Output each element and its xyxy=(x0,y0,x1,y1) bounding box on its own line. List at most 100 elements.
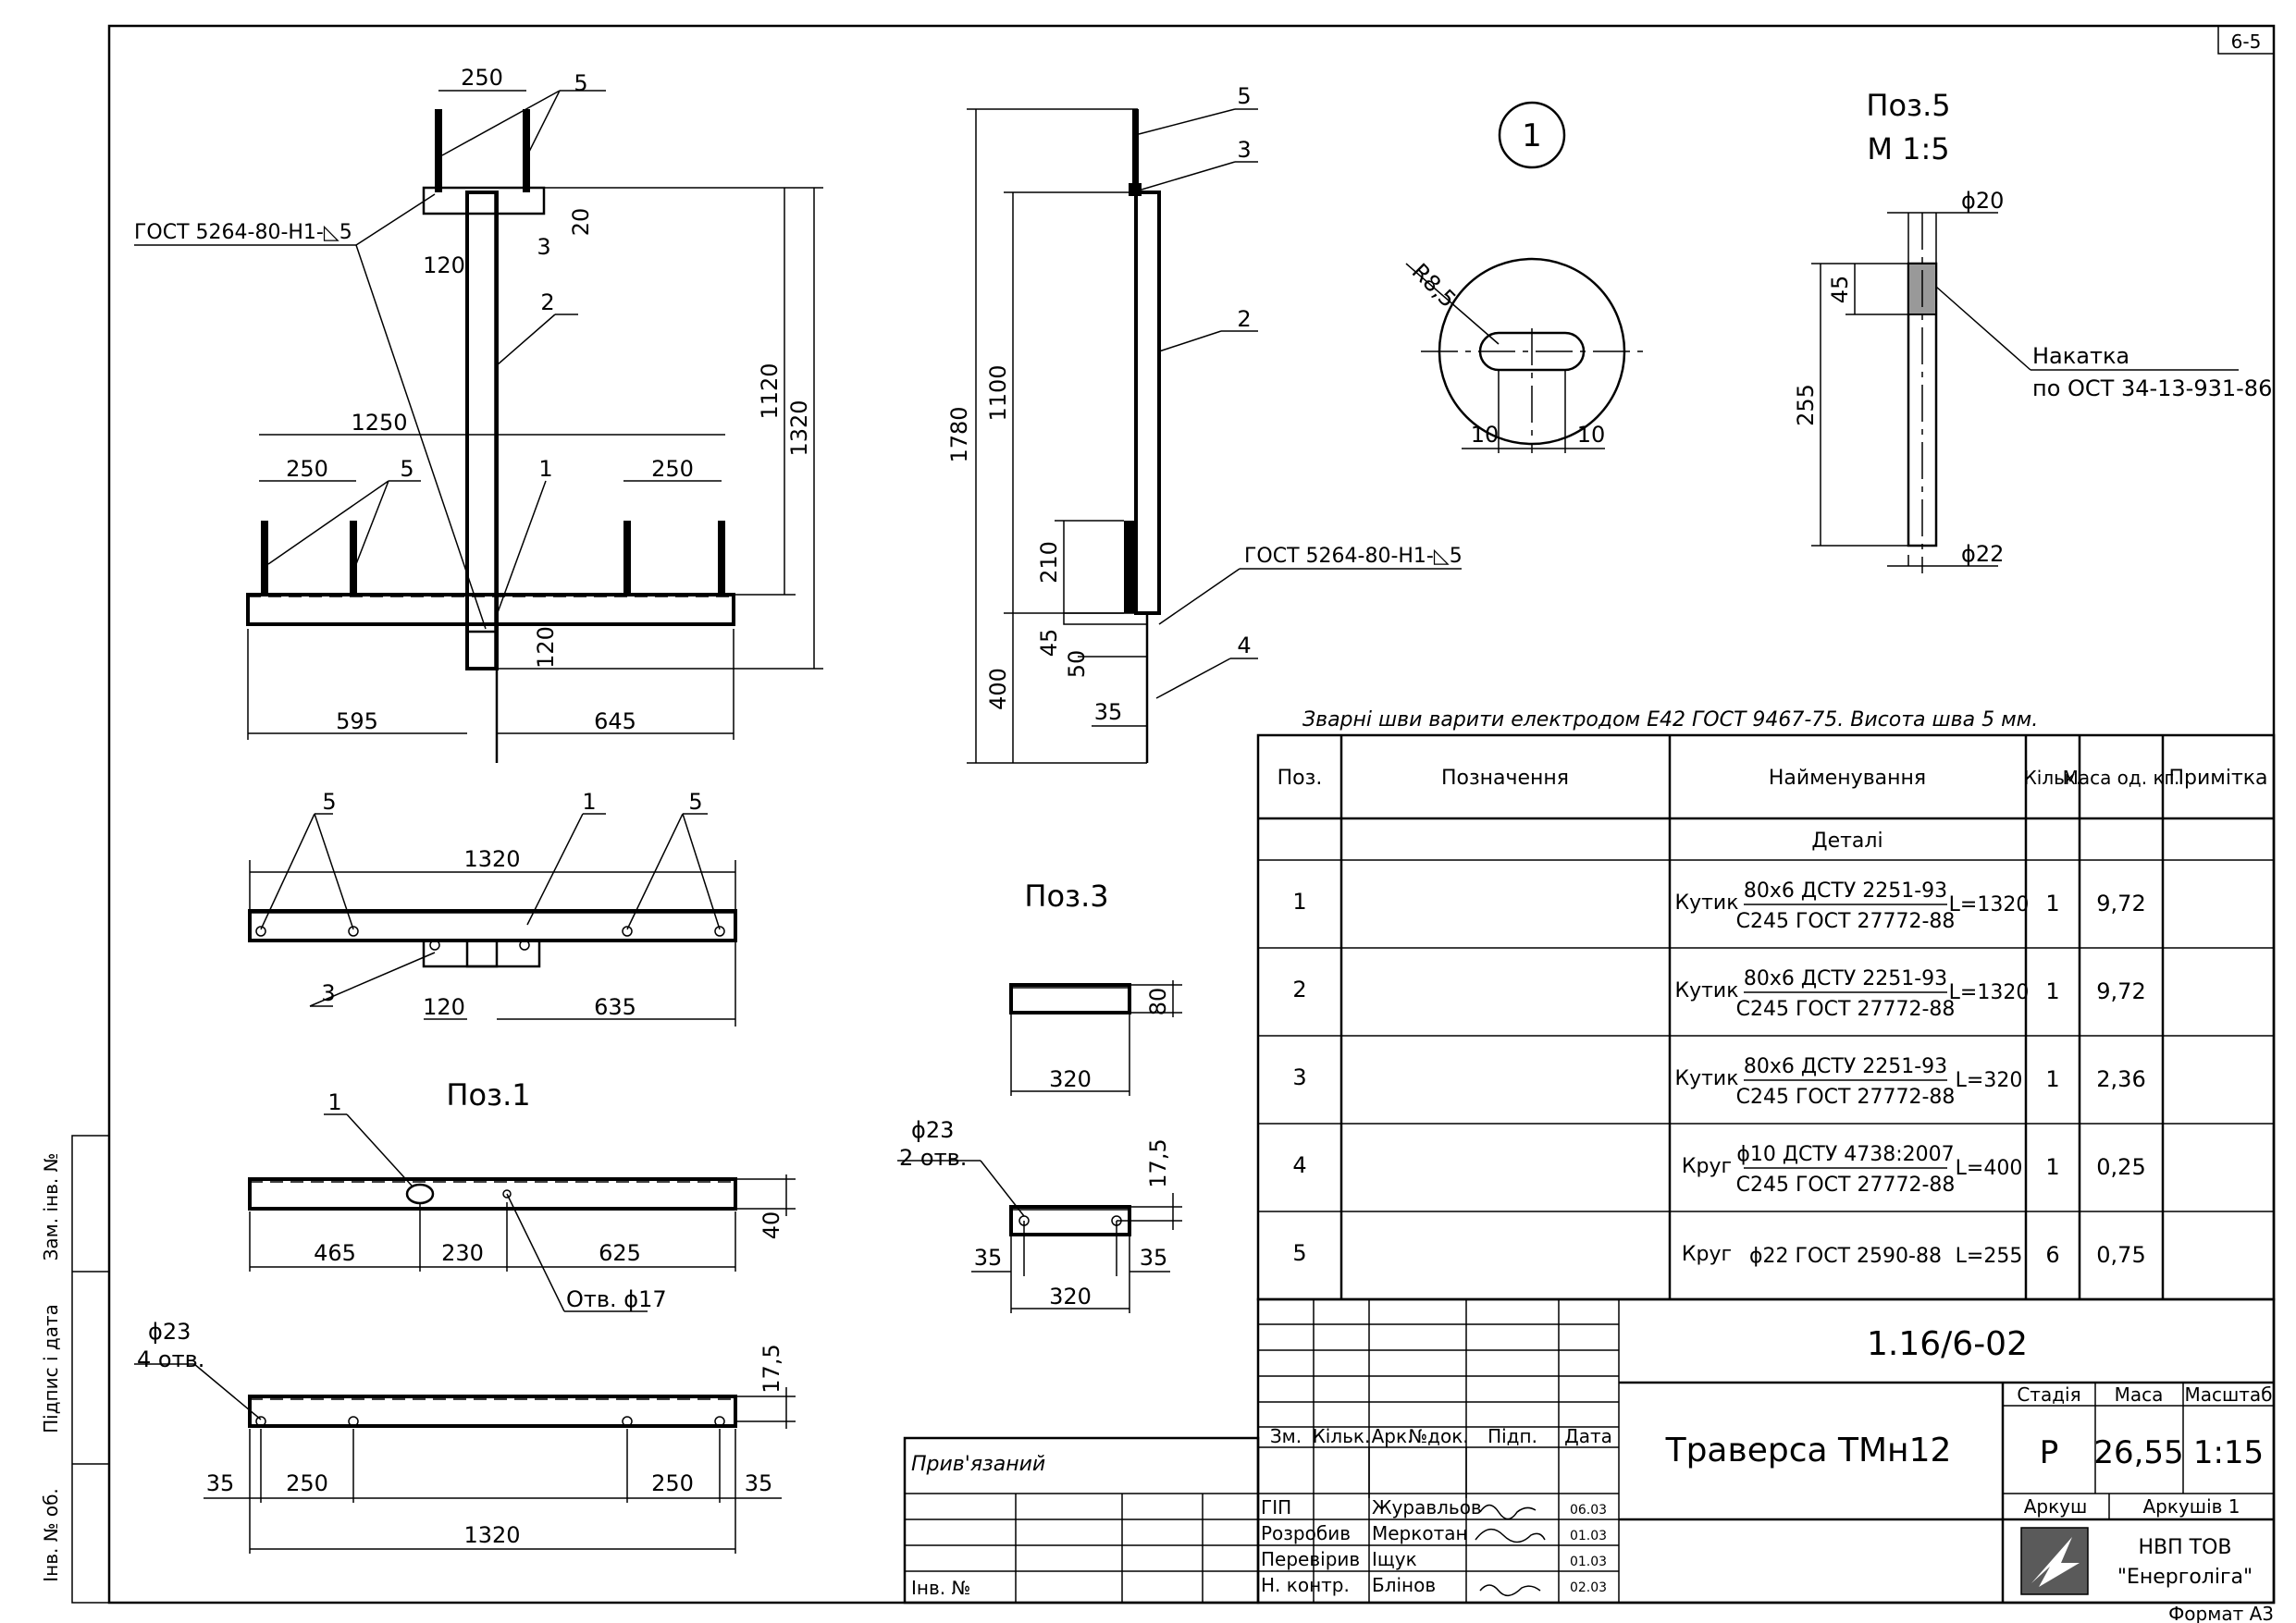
spec-header-name: Найменування xyxy=(1769,767,1926,790)
spec-row-2-pos: 2 xyxy=(1292,977,1306,1002)
spec-row-4-top: ϕ10 ДСТУ 4738:2007 xyxy=(1736,1143,1954,1166)
callout-top-1: 1 xyxy=(582,789,596,815)
pidpys-label: Підпис і дата xyxy=(40,1304,62,1433)
pos5-dim-d20: ϕ20 xyxy=(1961,188,2004,214)
tb-col-change: Зм. xyxy=(1270,1425,1302,1447)
tb-date-3: 01.03 xyxy=(1570,1555,1607,1569)
spec-row-1-pos: 1 xyxy=(1292,889,1306,915)
dim-side-45: 45 xyxy=(1036,629,1062,658)
dim-side-35: 35 xyxy=(1094,699,1123,725)
front-view: 250 120 20 1250 250 250 1120 1320 120 59… xyxy=(134,65,823,763)
spec-row-2-top: 80х6 ДСТУ 2251-93 xyxy=(1744,967,1947,990)
tb-sheet-label: Аркуш xyxy=(2024,1495,2088,1518)
pos1-dim-35-left: 35 xyxy=(206,1470,235,1496)
spec-row-3-bottom: С245 ГОСТ 27772-88 xyxy=(1736,1086,1956,1109)
pos1-dim-250-right: 250 xyxy=(651,1470,694,1496)
weld-general-note: Зварні шви варити електродом Е42 ГОСТ 94… xyxy=(1302,708,2038,732)
spec-header-note: Примітка xyxy=(2168,767,2267,790)
weld-note-front: ГОСТ 5264-80-Н1-◺5 xyxy=(134,221,352,244)
dim-top-635: 635 xyxy=(594,994,636,1020)
signature-2 xyxy=(1475,1528,1546,1543)
format-label: Формат А3 xyxy=(2168,1603,2274,1623)
dim-front-1120: 1120 xyxy=(757,363,783,419)
spec-row-3-pos: 3 xyxy=(1292,1064,1306,1090)
spec-header-designation: Позначення xyxy=(1441,767,1569,790)
tb-col-sheet: Арк. xyxy=(1372,1425,1413,1447)
pos3-hole-diameter: ϕ23 xyxy=(911,1117,954,1143)
detail-1-view: 1 R8,5 10 10 xyxy=(1405,101,1643,453)
pos3-dim-80: 80 xyxy=(1145,988,1171,1016)
pos1-dim-40: 40 xyxy=(759,1211,784,1240)
inv-label: Інв. № xyxy=(911,1577,970,1599)
callout-side-3: 3 xyxy=(1237,137,1251,163)
tb-company-line1: НВП ТОВ xyxy=(2138,1536,2231,1559)
pos1-dim-35-right: 35 xyxy=(745,1470,773,1496)
signature-1 xyxy=(1479,1504,1537,1520)
company-logo xyxy=(2020,1527,2089,1595)
pos3-dim-320-b: 320 xyxy=(1049,1284,1092,1309)
callout-side-4: 4 xyxy=(1237,633,1251,658)
spec-row-2-mass: 9,72 xyxy=(2096,978,2145,1004)
dim-front-1250: 1250 xyxy=(351,410,407,436)
tb-product-name: Траверса ТМн12 xyxy=(1665,1432,1952,1469)
dim-front-1320: 1320 xyxy=(786,400,812,456)
spec-row-2-type: Кутик xyxy=(1674,979,1738,1002)
tb-stage-value: Р xyxy=(2040,1434,2059,1471)
tb-scale-value: 1:15 xyxy=(2193,1434,2264,1471)
pos1-dim-1320: 1320 xyxy=(463,1522,520,1548)
spec-row-1-type: Кутик xyxy=(1674,891,1738,915)
spec-section-details: Деталі xyxy=(1811,830,1882,853)
tb-date-2: 01.03 xyxy=(1570,1529,1607,1543)
dim-front-250-left: 250 xyxy=(286,456,328,482)
callout-top-5-left: 5 xyxy=(322,789,336,815)
pos3-dim-35-left: 35 xyxy=(974,1245,1003,1271)
pos5-note-standard: по ОСТ 34-13-931-86 xyxy=(2032,375,2272,401)
dim-front-250-top: 250 xyxy=(461,65,503,91)
dim-side-1100: 1100 xyxy=(985,364,1011,421)
spec-row-3-qty: 1 xyxy=(2045,1066,2059,1092)
spec-row-5-bottom: ϕ22 ГОСТ 2590-88 xyxy=(1749,1245,1942,1268)
tb-role-4: Н. контр. xyxy=(1261,1574,1350,1596)
dim-front-20: 20 xyxy=(568,208,594,237)
signature-3 xyxy=(1479,1584,1541,1596)
tb-name-1: Журавльов xyxy=(1372,1496,1482,1518)
callout-front-5-beam: 5 xyxy=(400,456,414,482)
spec-row-2-len: L=1320 xyxy=(1949,981,2030,1004)
spec-row-2-bottom: С245 ГОСТ 27772-88 xyxy=(1736,998,1956,1021)
title-block: Зм. Кільк. Арк. №док. Підп. Дата ГІП Жур… xyxy=(1256,1297,2276,1605)
dim-front-645: 645 xyxy=(594,708,636,734)
pos3-title: Поз.3 xyxy=(1024,879,1108,914)
tb-sheets-label: Аркушів 1 xyxy=(2142,1495,2240,1518)
detail-1-dim-left: 10 xyxy=(1471,422,1500,448)
spec-row-3-top: 80х6 ДСТУ 2251-93 xyxy=(1744,1055,1947,1078)
tb-col-date: Дата xyxy=(1564,1425,1612,1447)
tb-col-qty: Кільк. xyxy=(1313,1425,1371,1447)
dim-front-120: 120 xyxy=(423,252,465,278)
tb-company-line2: "Енерголіга" xyxy=(2117,1566,2253,1589)
spec-row-5-qty: 6 xyxy=(2045,1242,2059,1268)
pos1-hole-note: Отв. ϕ17 xyxy=(566,1286,667,1312)
callout-side-2: 2 xyxy=(1237,306,1251,332)
dim-top-1320: 1320 xyxy=(463,846,520,872)
sheet-code-box xyxy=(2217,25,2275,55)
pos1-dim-17-5: 17,5 xyxy=(759,1344,784,1393)
dim-front-595: 595 xyxy=(336,708,378,734)
spec-header-mass: Маса од. кг. xyxy=(2063,767,2180,789)
linked-label: Прив'язаний xyxy=(911,1453,1045,1476)
tb-mass-label: Маса xyxy=(2115,1383,2164,1406)
dim-front-120-vert: 120 xyxy=(533,626,559,669)
dim-side-50: 50 xyxy=(1064,650,1090,679)
pos5-dim-45: 45 xyxy=(1827,276,1853,304)
pos1-hole-diameter: ϕ23 xyxy=(148,1319,191,1345)
tb-stage-label: Стадія xyxy=(2017,1383,2080,1406)
inv-orig-label: Інв. № об. xyxy=(40,1488,62,1582)
dim-side-210: 210 xyxy=(1036,541,1062,584)
detail-1-dim-right: 10 xyxy=(1577,422,1606,448)
spec-row-3-mass: 2,36 xyxy=(2096,1066,2145,1092)
pos3-dim-35-right: 35 xyxy=(1140,1245,1168,1271)
pos5-title: Поз.5 xyxy=(1866,88,1950,123)
linked-block: Прив'язаний Інв. № xyxy=(903,1436,1260,1605)
dim-front-250-right: 250 xyxy=(651,456,694,482)
spec-row-5-pos: 5 xyxy=(1292,1240,1306,1266)
pos1-hole-count: 4 отв. xyxy=(137,1346,204,1372)
